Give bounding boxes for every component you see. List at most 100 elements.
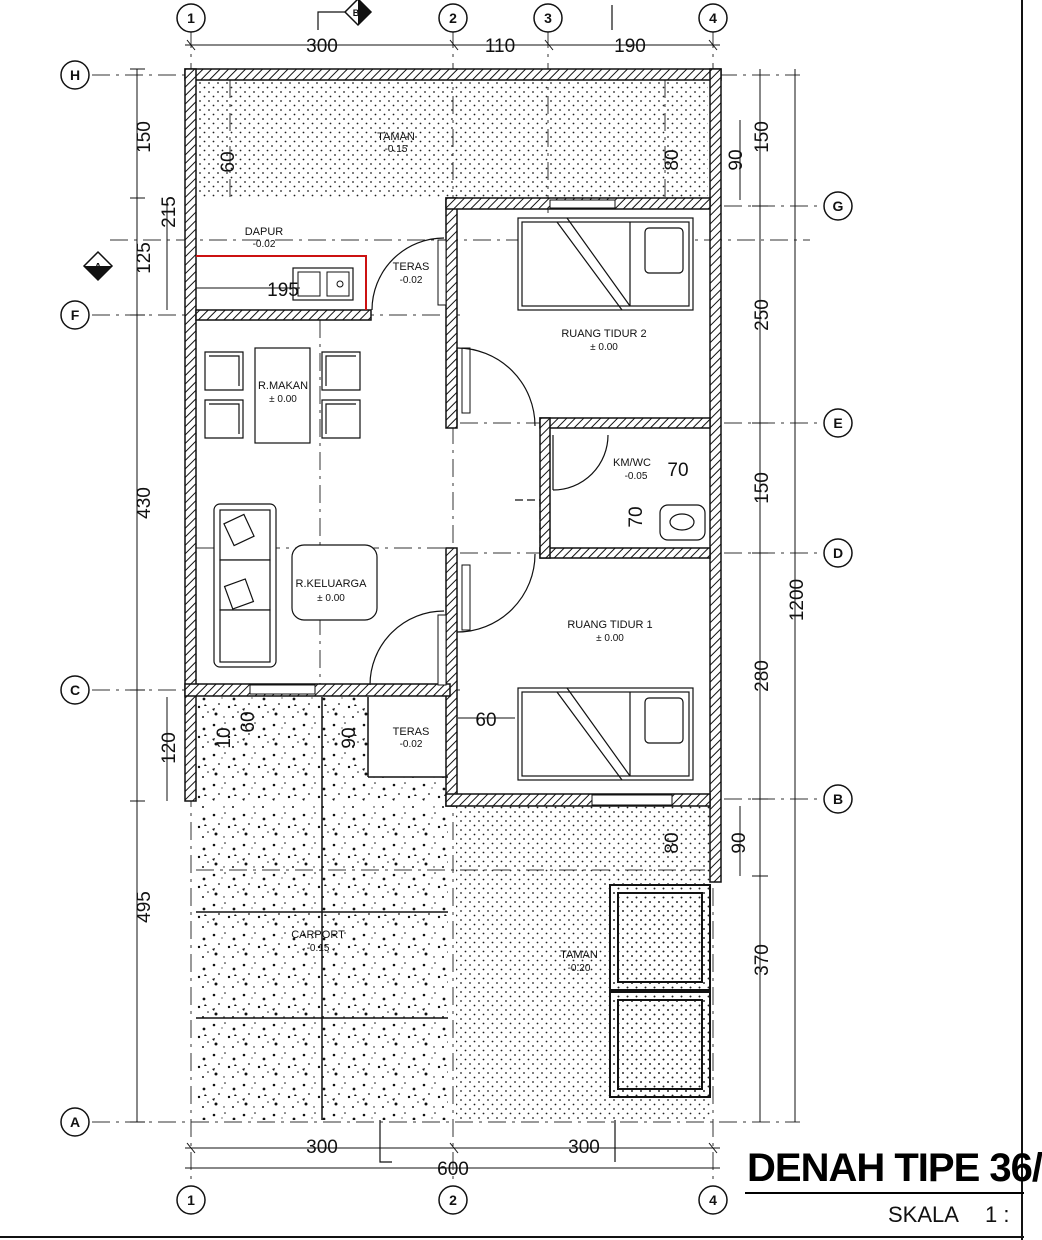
svg-text:R.MAKAN: R.MAKAN xyxy=(258,380,308,392)
svg-text:TAMAN: TAMAN xyxy=(560,949,598,961)
svg-text:1: 1 xyxy=(187,10,195,26)
dim-right-370: 370 xyxy=(752,944,773,976)
svg-text:± 0.00: ± 0.00 xyxy=(269,394,297,405)
svg-text:4: 4 xyxy=(709,10,717,26)
drawing-title: DENAH TIPE 36/ xyxy=(747,1146,1042,1190)
svg-text:RUANG TIDUR 2: RUANG TIDUR 2 xyxy=(561,328,646,340)
label-km-wc: KM/WC-0.05 xyxy=(613,457,651,482)
dim-70-horizontal: 70 xyxy=(667,460,688,481)
dim-right-1200: 1200 xyxy=(787,579,808,621)
grid-bubble-H: H xyxy=(60,60,90,90)
svg-text:± 0.00: ± 0.00 xyxy=(590,342,618,353)
dim-60-top-left: 60 xyxy=(218,151,239,172)
dim-60-carport: 60 xyxy=(238,711,259,732)
label-ruang-tidur-1: RUANG TIDUR 1 ± 0.00 xyxy=(567,619,652,644)
section-cut-lines xyxy=(317,5,616,1163)
dim-90-top-right: 90 xyxy=(726,149,747,170)
svg-text:B: B xyxy=(353,8,360,18)
windows xyxy=(249,199,673,806)
carport-lines xyxy=(196,697,448,1120)
svg-text:-0.02: -0.02 xyxy=(400,275,423,286)
grid-bubble-4-top: 4 xyxy=(698,3,728,33)
svg-text:1: 1 xyxy=(187,1192,195,1208)
grid-bubble-2-top: 2 xyxy=(438,3,468,33)
planter-boxes xyxy=(609,884,711,1098)
section-marker-a: A xyxy=(82,250,114,282)
svg-text:RUANG TIDUR 1: RUANG TIDUR 1 xyxy=(567,619,652,631)
dimension-texts: 300 110 190 300 300 600 150 215 125 430 … xyxy=(134,36,808,1180)
scale-value: 1 : xyxy=(985,1202,1010,1227)
label-teras-bottom: TERAS-0.02 xyxy=(393,726,430,750)
svg-text:2: 2 xyxy=(449,10,457,26)
svg-text:3: 3 xyxy=(544,10,552,26)
dim-bottom-300-right: 300 xyxy=(568,1137,600,1158)
svg-text:A: A xyxy=(70,1114,80,1130)
section-marker-b: B xyxy=(343,0,373,27)
dim-left-120: 120 xyxy=(159,732,180,764)
dim-right-280: 280 xyxy=(752,660,773,692)
walls xyxy=(184,68,722,883)
room-labels: TAMAN-0.15 DAPUR-0.02 TERAS-0.02 R.MAKAN… xyxy=(245,131,653,974)
grid-bubble-4-bottom: 4 xyxy=(698,1185,728,1215)
svg-text:TAMAN: TAMAN xyxy=(377,131,415,143)
svg-text:-0.20: -0.20 xyxy=(568,963,591,974)
scale-label: SKALA xyxy=(888,1202,959,1227)
grid-bubble-D: D xyxy=(823,538,853,568)
svg-text:CARPORT: CARPORT xyxy=(291,929,345,941)
dim-bottom-600: 600 xyxy=(437,1159,469,1180)
svg-text:E: E xyxy=(833,415,842,431)
label-carport: CARPORT -0.15 xyxy=(291,929,345,954)
label-ruang-tidur-2: RUANG TIDUR 2 ± 0.00 xyxy=(561,328,646,353)
dim-top-110: 110 xyxy=(485,36,515,57)
dim-left-215: 215 xyxy=(159,196,180,228)
svg-text:-0.15: -0.15 xyxy=(307,943,330,954)
svg-text:DAPUR: DAPUR xyxy=(245,226,284,238)
section-markers: A B xyxy=(82,0,373,282)
grid-bubble-B: B xyxy=(823,784,853,814)
dim-right-250: 250 xyxy=(752,299,773,331)
grid-bubble-2-bottom: 2 xyxy=(438,1185,468,1215)
svg-text:-0.02: -0.02 xyxy=(253,239,276,250)
dim-left-430: 430 xyxy=(134,487,155,519)
svg-text:R.KELUARGA: R.KELUARGA xyxy=(296,578,368,590)
grid-bubble-F: F xyxy=(60,300,90,330)
dim-top-190: 190 xyxy=(614,36,646,57)
label-taman-top: TAMAN-0.15 xyxy=(377,131,415,155)
title-underline xyxy=(745,1192,1024,1194)
svg-text:H: H xyxy=(70,67,80,83)
grid-bubble-3-top: 3 xyxy=(533,3,563,33)
dim-right-150-2: 150 xyxy=(752,472,773,504)
svg-text:F: F xyxy=(71,307,80,323)
svg-text:± 0.00: ± 0.00 xyxy=(596,633,624,644)
dimension-lines xyxy=(130,39,796,1169)
doors xyxy=(369,237,609,686)
dim-90-teras: 90 xyxy=(339,727,360,748)
label-taman-bottom: TAMAN -0.20 xyxy=(560,949,598,974)
label-r-makan: R.MAKAN ± 0.00 xyxy=(258,380,308,405)
svg-text:D: D xyxy=(833,545,843,561)
svg-text:± 0.00: ± 0.00 xyxy=(317,593,345,604)
column-bubbles: 1 2 3 4 1 2 4 xyxy=(176,3,728,1215)
svg-text:KM/WC: KM/WC xyxy=(613,457,651,469)
dim-80-bottom-right: 80 xyxy=(662,832,683,853)
toilet xyxy=(659,504,706,541)
svg-text:4: 4 xyxy=(709,1192,717,1208)
dining-set xyxy=(204,347,361,444)
beds xyxy=(517,217,694,781)
grid-bubble-A: A xyxy=(60,1107,90,1137)
dim-195: 195 xyxy=(267,280,299,301)
svg-text:A: A xyxy=(94,262,101,273)
dim-left-150: 150 xyxy=(134,121,155,153)
grid-bubble-1-top: 1 xyxy=(176,3,206,33)
dim-right-150: 150 xyxy=(752,121,773,153)
title-block: DENAH TIPE 36/ SKALA 1 : xyxy=(745,1140,1042,1240)
svg-text:-0.02: -0.02 xyxy=(400,739,423,750)
dim-bottom-300-left: 300 xyxy=(306,1137,338,1158)
svg-text:G: G xyxy=(833,198,844,214)
row-bubbles: H F C A G E D B xyxy=(60,60,853,1137)
label-r-keluarga: R.KELUARGA ± 0.00 xyxy=(296,578,368,604)
grid-bubble-C: C xyxy=(60,675,90,705)
svg-text:TERAS: TERAS xyxy=(393,726,430,738)
svg-text:2: 2 xyxy=(449,1192,457,1208)
